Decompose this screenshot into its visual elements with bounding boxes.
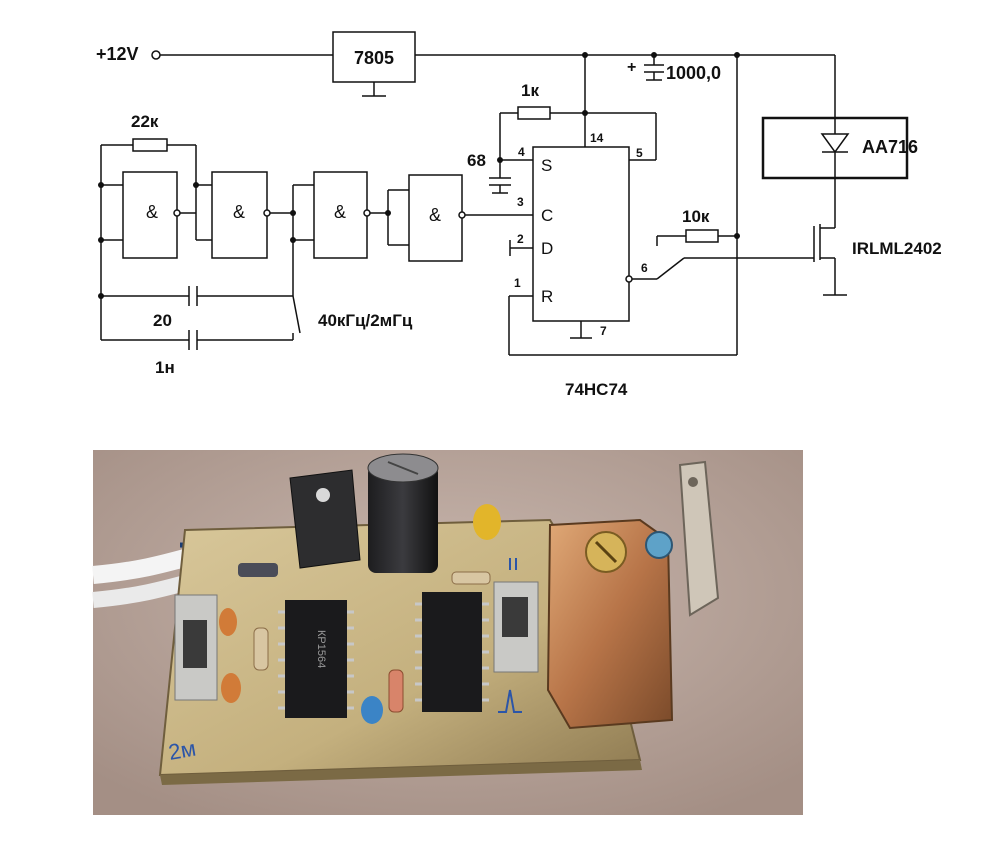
pcb-board (158, 518, 642, 777)
resistor-22k-label: 22к (131, 112, 159, 131)
nand-gate-2: & (211, 171, 271, 259)
diode-label: AA716 (862, 137, 918, 157)
svg-text:&: & (146, 202, 158, 222)
flipflop-74hc74 (532, 146, 630, 322)
electrolytic-capacitor (368, 465, 438, 573)
resistor-b (388, 669, 404, 713)
blue-capacitor (361, 696, 383, 724)
resistor-c (451, 571, 491, 585)
pin-2-label: 2 (517, 232, 524, 246)
pin-7-label: 7 (600, 324, 607, 338)
pin-4-label: 4 (518, 145, 525, 159)
nand-gate-1: & (122, 171, 181, 259)
flipflop-pin-c: C (541, 206, 553, 225)
flipflop-pin-d: D (541, 239, 553, 258)
voltage-regulator (289, 469, 361, 569)
resistor-22k (132, 138, 168, 152)
pin-5-label: 5 (636, 146, 643, 160)
capacitor-1000-label: 1000,0 (666, 63, 721, 83)
yellow-capacitor (473, 504, 501, 540)
pin-1-label: 1 (514, 276, 521, 290)
resistor-10k-label: 10к (682, 207, 710, 226)
resistor-1k-label: 1к (521, 81, 539, 100)
capacitor-20-label: 20 (153, 311, 172, 330)
capacitor-68-label: 68 (467, 151, 486, 170)
trimmer-screw (585, 531, 627, 573)
frequency-switch-label: 40кГц/2мГц (318, 311, 413, 330)
flipflop-label: 74HC74 (565, 380, 628, 399)
pin-3-label: 3 (517, 195, 524, 209)
copper-module (546, 518, 674, 730)
photo-background (93, 450, 803, 815)
nand-gate-3: & (313, 171, 371, 259)
cable-white (92, 541, 218, 584)
glass-diode (238, 563, 278, 577)
chip-marking: КР1564 (315, 630, 327, 668)
metal-bracket (678, 460, 720, 617)
diode-icon (820, 133, 850, 154)
resistor-a (253, 627, 269, 671)
supply-terminal (151, 50, 161, 60)
svg-text:&: & (429, 205, 441, 225)
svg-text:&: & (233, 202, 245, 222)
slide-switch-right (493, 581, 539, 673)
resistor-1k (517, 106, 551, 120)
blue-screw (645, 531, 673, 559)
slide-switch-left (174, 594, 218, 701)
supply-voltage-label: +12V (96, 44, 139, 64)
ic-chip-1 (285, 600, 347, 718)
frequency-switch (292, 295, 301, 334)
circuit-schematic: +12V 7805 + 1000,0 AA716 IRLML2402 10к 6 (96, 31, 942, 399)
mosfet-label: IRLML2402 (852, 239, 942, 258)
regulator-label: 7805 (354, 48, 394, 68)
flipflop-pin-r: R (541, 287, 553, 306)
ceramic-capacitor-2 (221, 673, 241, 703)
ceramic-capacitor-1 (219, 608, 237, 636)
flipflop-pin-s: S (541, 156, 552, 175)
nand-gate-4: & (408, 174, 466, 262)
ic-chip-2 (422, 592, 482, 712)
pin-6-label: 6 (641, 261, 648, 275)
svg-text:&: & (334, 202, 346, 222)
capacitor-1n-label: 1н (155, 358, 175, 377)
board-marking: 2м (167, 736, 198, 765)
capacitor-polarity: + (627, 59, 636, 76)
pin-14-label: 14 (590, 131, 604, 145)
resistor-10k (685, 229, 719, 243)
